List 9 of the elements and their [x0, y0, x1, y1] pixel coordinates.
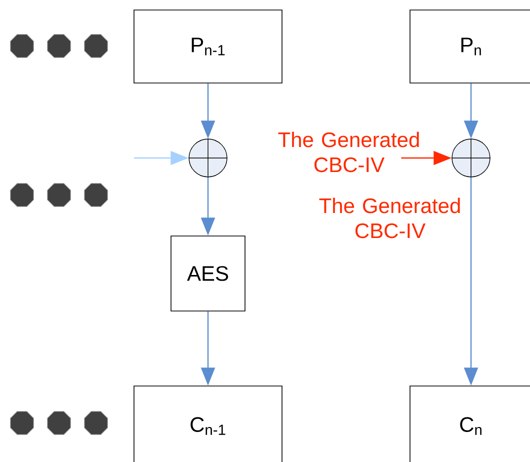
xor-symbol — [451, 138, 491, 178]
callout-text: The Generated CBC-IV — [319, 198, 460, 238]
process-box: AES — [170, 236, 246, 312]
process-box: P$_{n-1}$ — [134, 10, 282, 84]
process-box: C$_{n}$ — [410, 386, 530, 462]
process-box: P$_{n}$ — [410, 10, 530, 84]
callout-text: The Generated CBC-IV — [278, 132, 419, 172]
process-box: C$_{n-1}$ — [134, 386, 282, 462]
xor-symbol — [188, 138, 228, 178]
